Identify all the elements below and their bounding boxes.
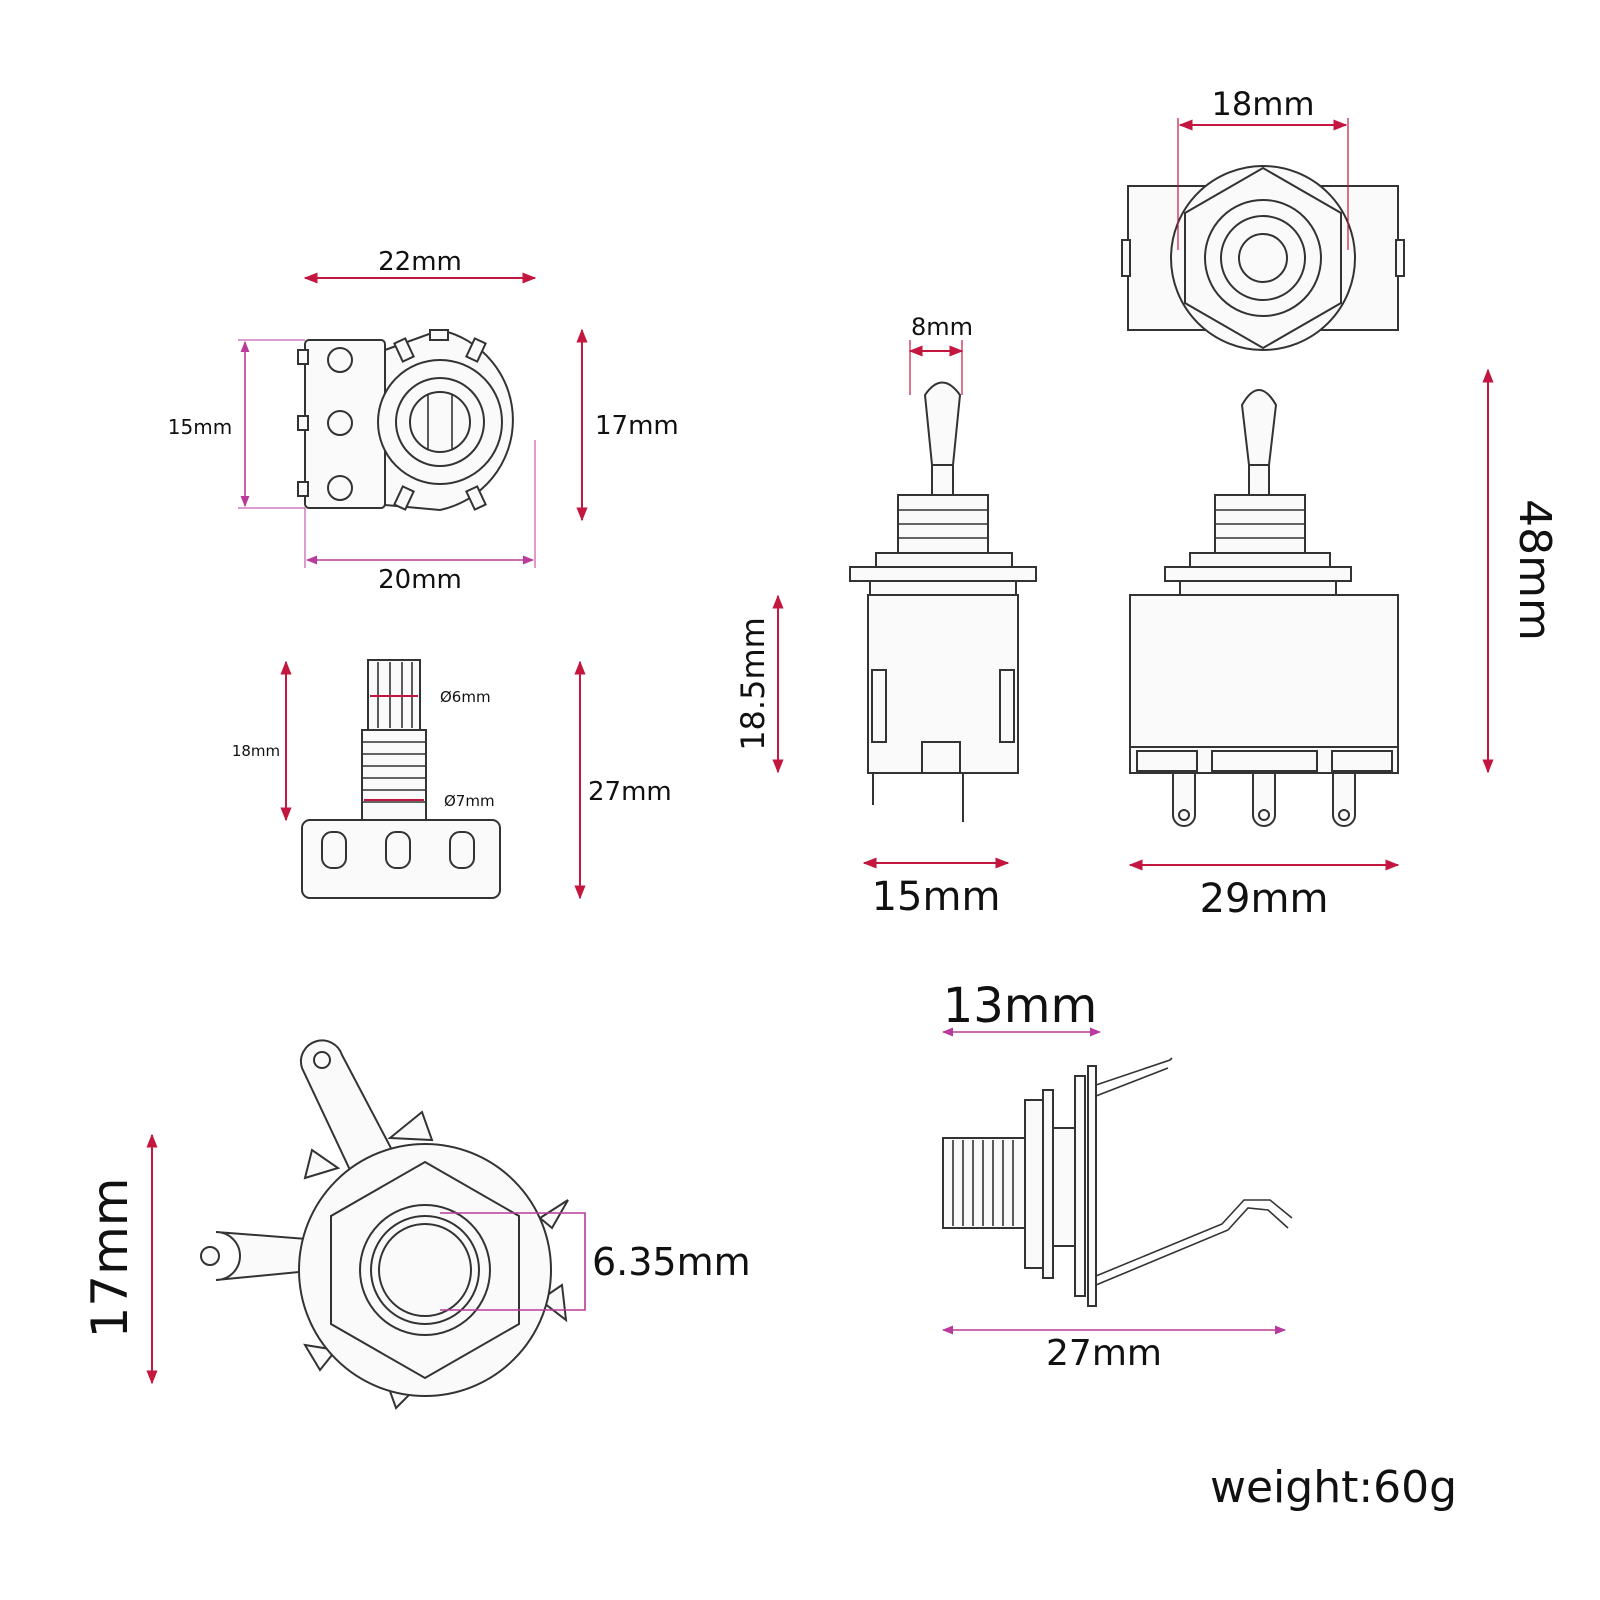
jack-side-plate-2 — [1087, 1065, 1097, 1307]
jack-front-height-label: 17mm — [81, 1177, 139, 1338]
toggle-top-lever-tip — [1238, 233, 1288, 283]
toggle-front-terminal-hole-3 — [1338, 809, 1350, 821]
pot-lug-hole-1 — [327, 347, 353, 373]
jack-side-view: 13mm 27mm — [941, 978, 1293, 1374]
toggle-side-washer — [849, 566, 1037, 582]
jack-side-tip-spring — [1095, 1057, 1173, 1086]
jack-front-view: 17mm 6.35mm — [81, 1039, 751, 1410]
toggle-side-view: 8mm 18.5mm 15mm — [734, 313, 1037, 920]
pot-side-lug-3 — [449, 831, 475, 869]
pot-case-tab-2 — [465, 337, 487, 363]
toggle-side-clip-2 — [999, 669, 1015, 743]
jack-front-lug-left — [215, 1231, 321, 1281]
toggle-side-clip-1 — [871, 669, 887, 743]
jack-front-tooth-1 — [387, 1110, 434, 1142]
jack-side-thread-lines — [952, 1140, 1014, 1226]
pot-case-tab-1 — [393, 337, 415, 363]
toggle-top-view: 18mm — [1121, 85, 1405, 351]
pot-width-outer-label: 22mm — [378, 247, 462, 277]
jack-side-nut — [1024, 1099, 1044, 1269]
pot-case-tab-3 — [393, 485, 415, 511]
pot-total-height-label: 27mm — [588, 777, 672, 807]
spring-line — [1095, 1067, 1169, 1097]
toggle-lever-width-label: 8mm — [911, 313, 973, 341]
pot-thread-lines — [362, 741, 426, 803]
jack-side-plate — [1074, 1075, 1086, 1297]
toggle-front-base-slot-2 — [1211, 750, 1318, 772]
pot-side-view: Ø6mm Ø7mm 18mm 27mm — [232, 659, 672, 900]
jack-front-lug-upper-hole — [313, 1051, 331, 1069]
pot-bushing-diameter-label: Ø7mm — [444, 792, 495, 810]
pot-lug-hole-3 — [327, 475, 353, 501]
jack-side-washer — [1042, 1089, 1054, 1279]
jack-front-hole — [378, 1223, 472, 1317]
toggle-side-nut — [875, 552, 1013, 568]
pot-case-tab-4 — [465, 485, 487, 511]
pot-top-view: 22mm 15mm 17mm 20mm — [168, 247, 679, 595]
toggle-front-body — [1129, 594, 1399, 748]
toggle-front-base-slot-3 — [1331, 750, 1393, 772]
pot-lug-tab-1 — [297, 349, 309, 365]
toggle-top-width-label: 18mm — [1211, 85, 1314, 123]
toggle-body-height-label: 18.5mm — [734, 617, 772, 751]
toggle-front-lever-tip — [1240, 389, 1278, 466]
pot-side-lug-1 — [321, 831, 347, 869]
jack-front-tooth-2 — [303, 1148, 341, 1180]
pot-side-lug-2 — [385, 831, 411, 869]
toggle-front-washer — [1164, 566, 1352, 582]
toggle-side-width-label: 15mm — [872, 874, 1001, 920]
pot-case-notch — [429, 329, 449, 341]
jack-side-length-label: 27mm — [1046, 1333, 1162, 1374]
pot-height-lugs-label: 15mm — [168, 415, 232, 439]
pot-lug-tab-2 — [297, 415, 309, 431]
weight-label: weight:60g — [1210, 1462, 1457, 1513]
toggle-front-view: 29mm 48mm — [1128, 368, 1560, 922]
jack-front-lug-left-hole — [200, 1246, 220, 1266]
toggle-front-collar — [1179, 580, 1337, 596]
toggle-front-nut — [1189, 552, 1331, 568]
jack-side-threaded-sleeve — [942, 1137, 1026, 1229]
dim-line-jack-6-35mm — [440, 1212, 586, 1311]
toggle-side-notch — [921, 741, 961, 774]
pot-shaft — [409, 391, 471, 453]
jack-front-lug-upper — [299, 1039, 394, 1172]
toggle-side-lever-stem — [931, 464, 954, 496]
pot-lug-tab-3 — [297, 481, 309, 497]
toggle-front-width-label: 29mm — [1200, 876, 1329, 922]
pot-lug-hole-2 — [327, 410, 353, 436]
toggle-front-base-slot-1 — [1136, 750, 1198, 772]
jack-side-thread-label: 13mm — [943, 978, 1098, 1034]
toggle-side-collar — [869, 580, 1017, 596]
pot-width-body-label: 20mm — [378, 565, 462, 595]
toggle-front-lever-stem — [1248, 464, 1270, 496]
toggle-front-terminal-hole-1 — [1178, 809, 1190, 821]
pot-shaft-height-label: 18mm — [232, 742, 280, 760]
jack-front-tooth-3 — [538, 1199, 569, 1230]
toggle-front-terminal-hole-2 — [1258, 809, 1270, 821]
jack-side-sleeve-spring — [1095, 1207, 1289, 1286]
jack-front-hole-label: 6.35mm — [592, 1240, 751, 1284]
spring-line — [1095, 1199, 1293, 1277]
pot-threaded-bushing — [361, 729, 427, 821]
toggle-top-side-tab-2 — [1395, 239, 1405, 277]
jack-side-body — [1052, 1127, 1076, 1247]
pot-shaft-diameter-label: Ø6mm — [440, 688, 491, 706]
toggle-total-height-label: 48mm — [1509, 499, 1560, 641]
pot-height-body-label: 17mm — [595, 411, 679, 441]
toggle-top-side-tab-1 — [1121, 239, 1131, 277]
toggle-side-lever-tip — [923, 381, 962, 466]
